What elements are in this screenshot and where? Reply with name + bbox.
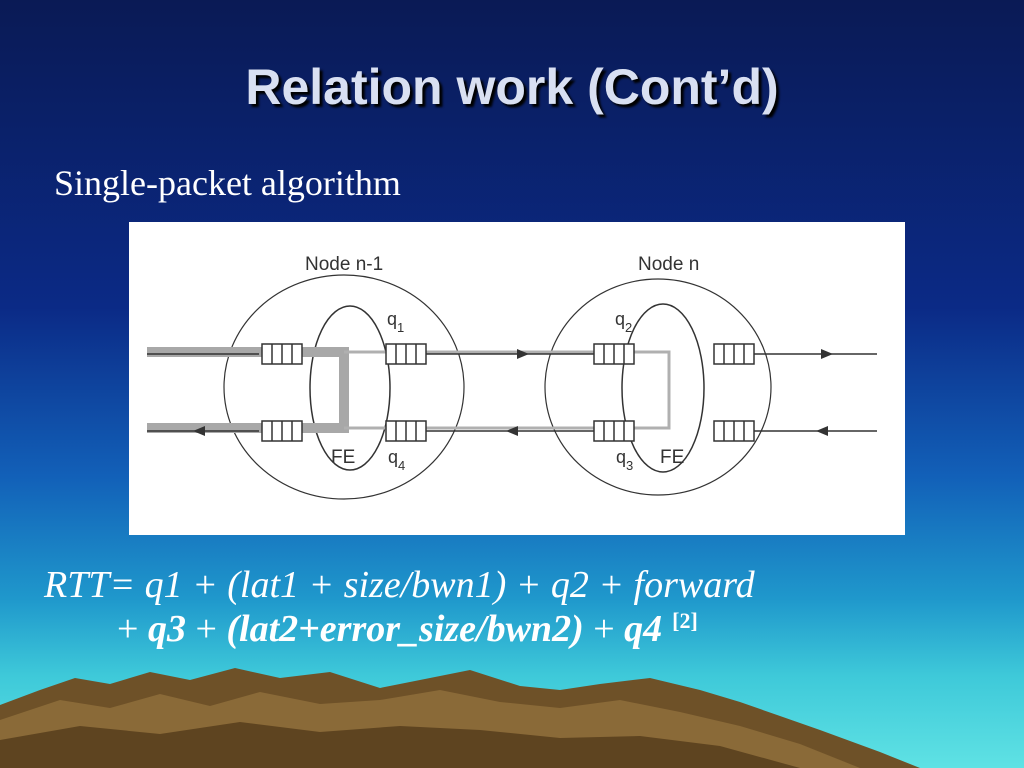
citation-reference: [2]	[672, 608, 698, 633]
q1-label: q1	[387, 309, 404, 335]
node-right-circle	[544, 278, 772, 496]
network-diagram: Node n-1 Node n FE FE q1 q2 q3 q4	[129, 222, 905, 535]
packet-path	[147, 347, 349, 433]
queue-q2-icon	[593, 343, 635, 365]
node-left-label: Node n-1	[305, 254, 383, 275]
arrow-right-icon	[517, 349, 529, 359]
rtt-formula: RTT= q1 + (lat1 + size/bwn1) + q2 + forw…	[44, 563, 984, 651]
queue-icon	[713, 420, 755, 442]
queue-q4-icon	[385, 420, 427, 442]
queue-icon	[261, 343, 303, 365]
q4-label: q4	[388, 447, 405, 473]
fe-left-label: FE	[331, 447, 355, 468]
queue-icon	[261, 420, 303, 442]
arrow-left-icon	[506, 426, 518, 436]
queue-q3-icon	[593, 420, 635, 442]
formula-q3: q3	[147, 608, 186, 650]
arrow-left-icon	[816, 426, 828, 436]
formula-plus-2: +	[185, 608, 227, 650]
formula-q4: q4	[624, 608, 663, 650]
fe-right-label: FE	[660, 447, 684, 468]
node-left-circle	[223, 274, 465, 500]
queue-q1-icon	[385, 343, 427, 365]
fe-right-ellipse	[621, 303, 705, 473]
arrow-left-icon	[193, 426, 205, 436]
formula-line-2: + q3 + (lat2+error_size/bwn2) + q4 [2]	[44, 607, 984, 651]
formula-plus-3: +	[583, 608, 625, 650]
formula-plus: +	[117, 608, 148, 650]
formula-line-1: RTT= q1 + (lat1 + size/bwn1) + q2 + forw…	[44, 564, 755, 606]
q2-label: q2	[615, 309, 632, 335]
packet-path-thin	[344, 350, 671, 430]
slide-title: Relation work (Cont’d)	[245, 59, 779, 115]
arrow-right-icon	[821, 349, 833, 359]
queue-icon	[713, 343, 755, 365]
slide-subtitle: Single-packet algorithm	[54, 163, 401, 203]
fe-left-ellipse	[309, 305, 391, 471]
q3-label: q3	[616, 447, 633, 473]
formula-lat2: (lat2+error_size/bwn2)	[226, 608, 584, 650]
node-right-label: Node n	[638, 254, 699, 275]
